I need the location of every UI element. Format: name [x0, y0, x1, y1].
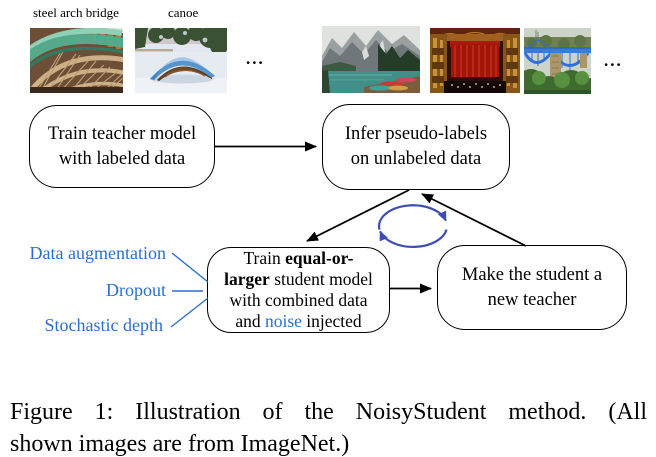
box-line: new teacher	[487, 289, 577, 310]
noise-line-data-augmentation	[171, 252, 209, 283]
unlabeled-image-blue-bridge	[524, 28, 591, 94]
theater-stage-photo	[430, 28, 520, 93]
noise-label-dropout: Dropout	[106, 280, 166, 300]
teacher-box: Train teacher model with labeled data	[29, 105, 215, 188]
caption-line-2: shown images are from ImageNet.)	[10, 431, 350, 457]
noise-label-stochastic-depth: Stochastic depth	[44, 315, 163, 335]
box-line: and noise injected	[235, 311, 362, 331]
box-line: with labeled data	[58, 148, 186, 169]
student-box: Train equal-or- larger student model wit…	[207, 247, 390, 333]
unlabeled-images-ellipsis: ...	[604, 51, 623, 70]
noise-label-data-augmentation: Data augmentation	[29, 243, 166, 263]
labeled-images-ellipsis: ...	[246, 49, 265, 68]
box-line: with combined data	[229, 290, 368, 310]
infer-box: Infer pseudo-labels on unlabeled data	[322, 104, 510, 190]
canoe-in-snow-photo	[135, 28, 227, 93]
box-line: Infer pseudo-labels	[344, 124, 488, 144]
labeled-image-steel-arch-bridge	[30, 28, 123, 93]
steel-arch-bridge-photo	[30, 28, 123, 93]
box-line: larger student model	[224, 269, 373, 289]
labeled-class-steel-arch-bridge: steel arch bridge	[33, 5, 119, 20]
arrow-newteacher-to-infer	[421, 193, 527, 247]
noise-line-stochastic-depth	[170, 297, 209, 328]
labeled-image-canoe	[135, 28, 227, 93]
box-line: Train teacher model	[47, 123, 197, 144]
caption-line-1: Figure 1: Illustration of the NoisyStude…	[10, 399, 647, 425]
blue-arch-bridge-photo	[524, 28, 591, 94]
unlabeled-image-theater	[430, 28, 520, 93]
box-line: on unlabeled data	[350, 149, 482, 169]
iteration-cycle-icon	[377, 204, 448, 249]
figure-caption: Figure 1: Illustration of the NoisyStude…	[10, 396, 647, 457]
mountain-lake-photo	[322, 26, 420, 93]
noise-word: noise	[264, 311, 302, 331]
arrow-infer-to-student	[306, 189, 410, 242]
box-line: Train equal-or-	[243, 248, 354, 268]
unlabeled-image-mountain-lake	[322, 26, 420, 93]
labeled-class-canoe: canoe	[168, 5, 199, 20]
new-teacher-box: Make the student a new teacher	[437, 245, 627, 330]
box-line: Make the student a	[461, 264, 603, 285]
